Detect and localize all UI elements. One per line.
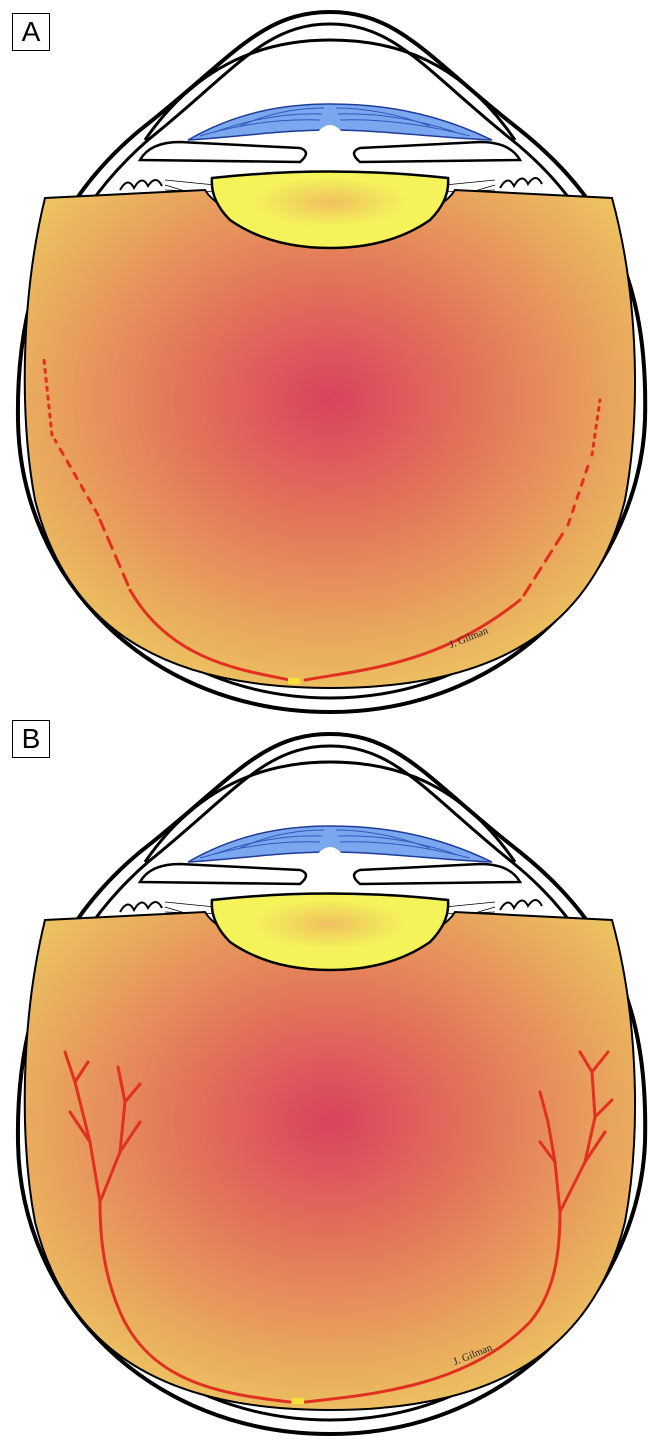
- eye-diagram-b: [0, 722, 658, 1444]
- vitreous: [25, 190, 635, 688]
- fovea-icon: [288, 678, 300, 684]
- eye-diagram-a: [0, 0, 658, 722]
- fovea-icon: [292, 1398, 304, 1404]
- panel-b: B J. Gilman: [0, 722, 658, 1444]
- panel-a: A J. Gilman: [0, 0, 658, 722]
- panel-label-b: B: [12, 720, 50, 758]
- panel-label-a: A: [12, 13, 50, 51]
